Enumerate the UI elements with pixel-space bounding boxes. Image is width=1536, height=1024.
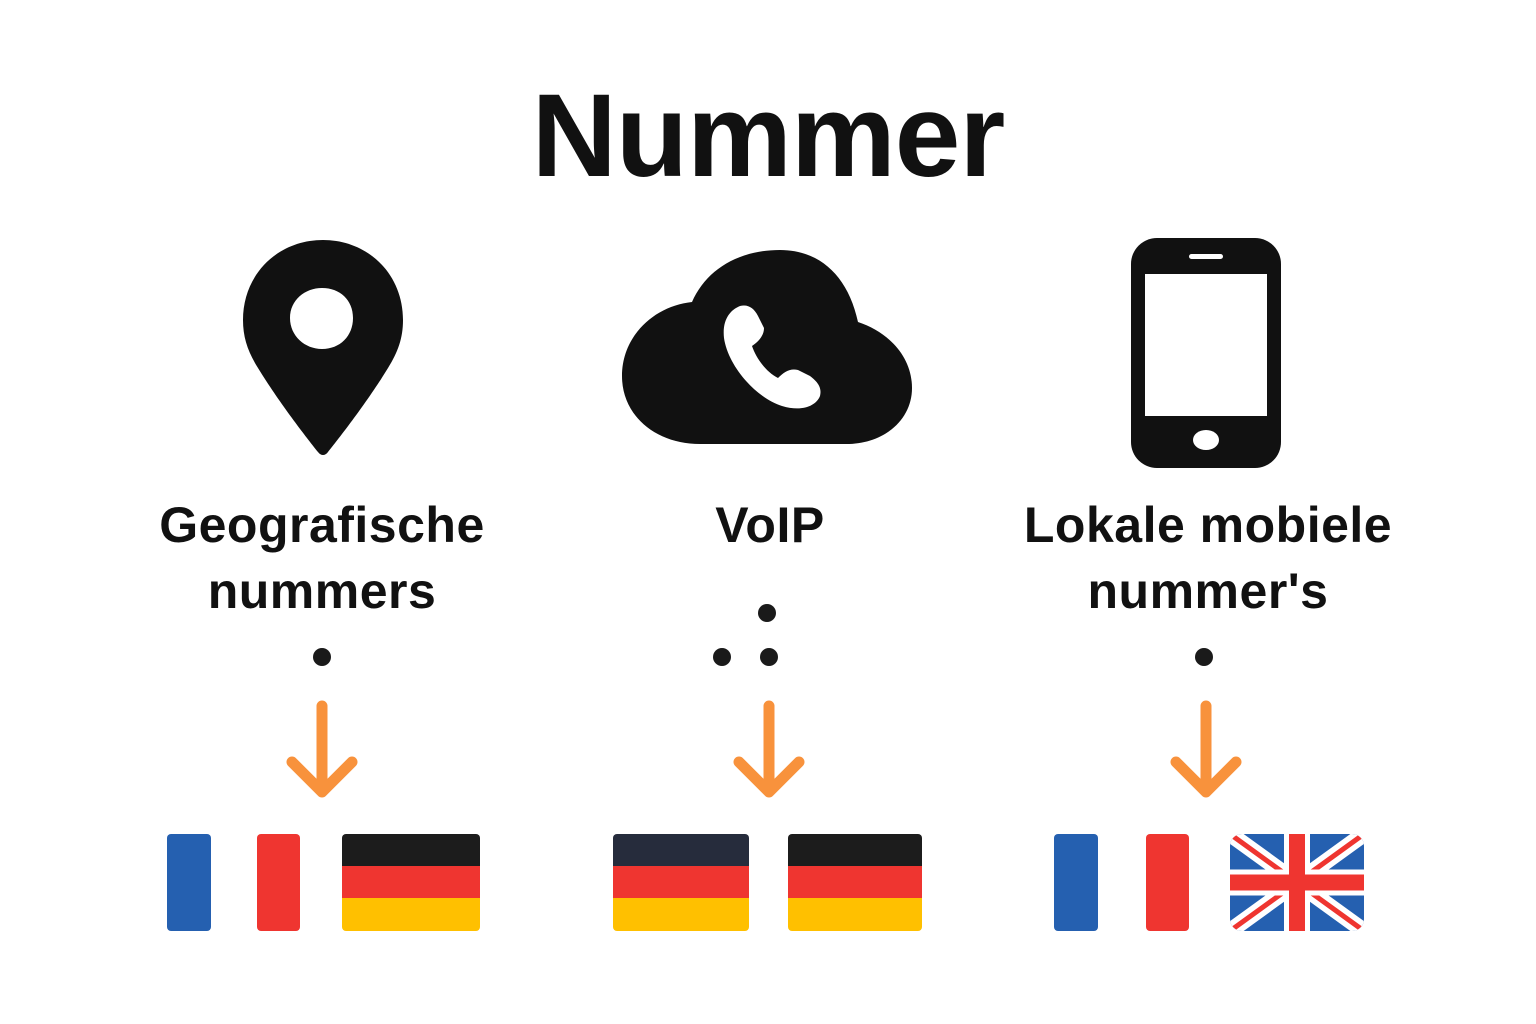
label-geografische: Geografische nummers: [62, 492, 582, 624]
page-title: Nummer: [531, 70, 1006, 202]
arrow-down-icon: [286, 700, 358, 798]
location-pin-icon: [243, 240, 403, 455]
dot: [713, 648, 731, 666]
smartphone-icon: [1131, 238, 1281, 468]
label-line: nummer's: [1087, 563, 1329, 619]
france-flag-blue: [167, 834, 211, 931]
dot: [758, 604, 776, 622]
label-voip: VoIP: [715, 497, 825, 553]
france-flag-blue: [1054, 834, 1098, 931]
label-lokale-mobiele: Lokale mobiele nummer's: [948, 492, 1468, 624]
arrow-down-icon: [1170, 700, 1242, 798]
france-flag-red: [1146, 834, 1189, 931]
label-line: Lokale mobiele: [1023, 497, 1393, 553]
dot: [313, 648, 331, 666]
france-flag-red: [257, 834, 300, 931]
germany-flag: [342, 834, 480, 931]
germany-flag: [788, 834, 922, 931]
uk-flag: [1230, 834, 1364, 931]
arrow-down-icon: [733, 700, 805, 798]
label-line: nummers: [207, 563, 437, 619]
dot: [760, 648, 778, 666]
dot: [1195, 648, 1213, 666]
cloud-phone-icon: [622, 250, 912, 444]
label-line: Geografische: [159, 497, 485, 553]
germany-flag: [613, 834, 749, 931]
